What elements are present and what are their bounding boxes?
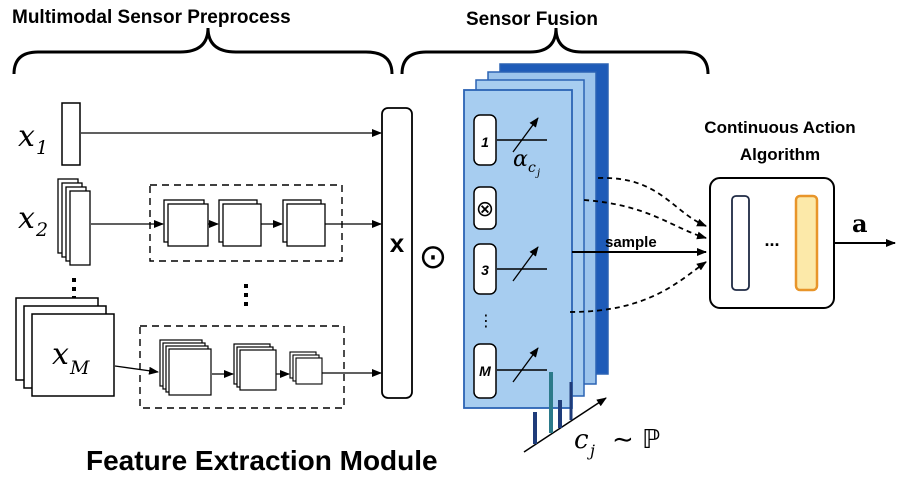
hadamard-symbol: ⊙ <box>419 237 448 277</box>
xM-conv-layers <box>159 339 323 396</box>
sampling-bars <box>533 400 562 444</box>
algorithm-title-line2: Algorithm <box>740 145 820 164</box>
algorithm-ellipsis: ... <box>764 230 779 250</box>
svg-text:c: c <box>574 425 589 455</box>
svg-text:1: 1 <box>36 137 48 159</box>
input-x1-label: x 1 <box>18 119 48 159</box>
mask-symbol: ⊗ <box>476 197 494 222</box>
svg-text:3: 3 <box>481 262 489 278</box>
xM-encoder-box <box>139 325 345 409</box>
input-x2-stack <box>57 178 91 266</box>
algorithm-output-vector <box>794 194 819 292</box>
x2-conv-layers <box>163 199 326 247</box>
feature-vector-label: x <box>390 228 405 258</box>
x2-encoder-box <box>149 184 343 262</box>
action-output-label: a <box>852 209 868 238</box>
preprocess-title: Multimodal Sensor Preprocess <box>12 7 291 28</box>
svg-text:M: M <box>69 357 90 379</box>
svg-text:α: α <box>513 147 528 172</box>
svg-text:x: x <box>18 119 35 154</box>
svg-text:2: 2 <box>35 219 48 241</box>
feature-vector-block <box>381 107 413 399</box>
slot-vdots: ⋮ <box>478 311 494 330</box>
vdots-middle <box>244 284 248 306</box>
xM-to-encoder-arrow <box>114 365 159 375</box>
svg-text:1: 1 <box>481 134 489 150</box>
dashed-connections <box>569 177 707 313</box>
alpha-cj-label: α c j <box>513 147 540 179</box>
fusion-title: Sensor Fusion <box>466 9 598 30</box>
svg-text:x: x <box>18 201 35 236</box>
algorithm-title-line1: Continuous Action <box>704 118 855 137</box>
svg-text:c: c <box>528 160 536 176</box>
svg-text:∼ ℙ: ∼ ℙ <box>612 425 660 455</box>
input-x2-label: x 2 <box>18 201 48 241</box>
slot-1 <box>473 114 497 166</box>
svg-text:j: j <box>535 168 540 179</box>
vdots-left <box>72 278 76 300</box>
sampling-axis <box>523 397 607 453</box>
input-xM-stack <box>15 297 115 397</box>
slot-3 <box>473 243 497 295</box>
svg-text:M: M <box>479 363 491 379</box>
input-xM-label: x M <box>52 337 90 379</box>
algorithm-input-vector <box>731 195 750 291</box>
feature-module-title: Feature Extraction Module <box>86 445 438 476</box>
svg-text:x: x <box>52 337 69 372</box>
slot-M <box>473 343 497 399</box>
slot-2-masked <box>473 186 497 230</box>
input-x1-block <box>61 102 81 166</box>
sample-label: sample <box>605 234 657 251</box>
svg-text:j: j <box>587 441 595 460</box>
fusion-brace <box>400 27 710 75</box>
cj-distribution-label: c j ∼ ℙ <box>574 425 660 460</box>
preprocess-brace <box>12 27 394 75</box>
